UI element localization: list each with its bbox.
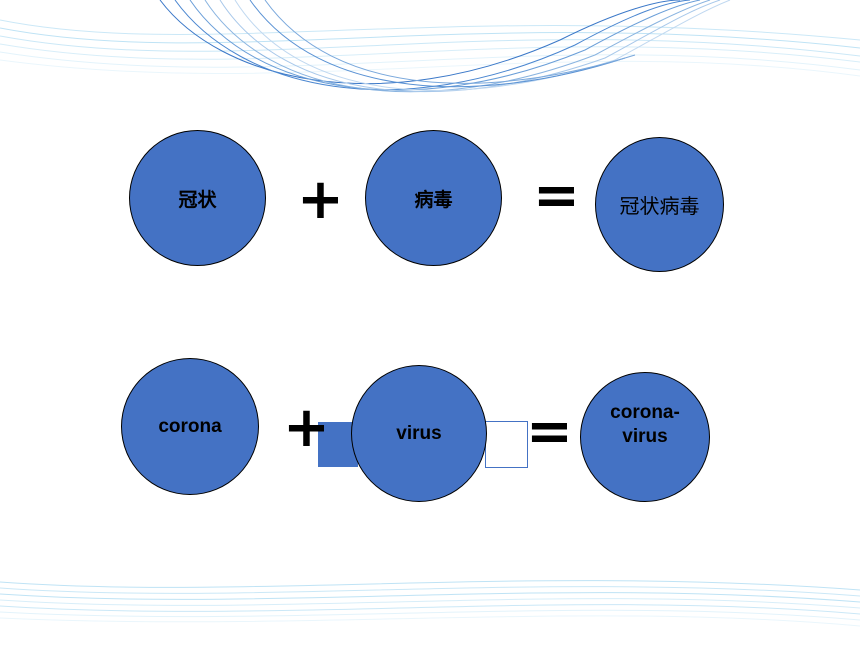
circle-result-chinese: 冠状病毒 bbox=[595, 137, 724, 272]
plus-sign-row2: + bbox=[283, 395, 330, 460]
result-label: 冠状病毒 bbox=[619, 196, 700, 218]
term2-label: 病毒 bbox=[414, 189, 453, 211]
circle-virus: virus bbox=[351, 365, 487, 502]
outline-rectangle bbox=[485, 421, 528, 468]
term2-label: virus bbox=[396, 422, 442, 444]
circle-bingdu: 病毒 bbox=[365, 130, 502, 266]
circle-result-english: corona- virus bbox=[580, 372, 710, 502]
result-label: corona- virus bbox=[610, 402, 680, 447]
equals-sign-row1: = bbox=[533, 163, 580, 228]
term1-label: corona bbox=[158, 415, 222, 437]
equals-sign-row2: = bbox=[526, 399, 573, 464]
circle-corona: corona bbox=[121, 358, 259, 495]
plus-sign-row1: + bbox=[297, 167, 344, 232]
term1-label: 冠状 bbox=[178, 189, 217, 211]
circle-guanzhuang: 冠状 bbox=[129, 130, 266, 266]
